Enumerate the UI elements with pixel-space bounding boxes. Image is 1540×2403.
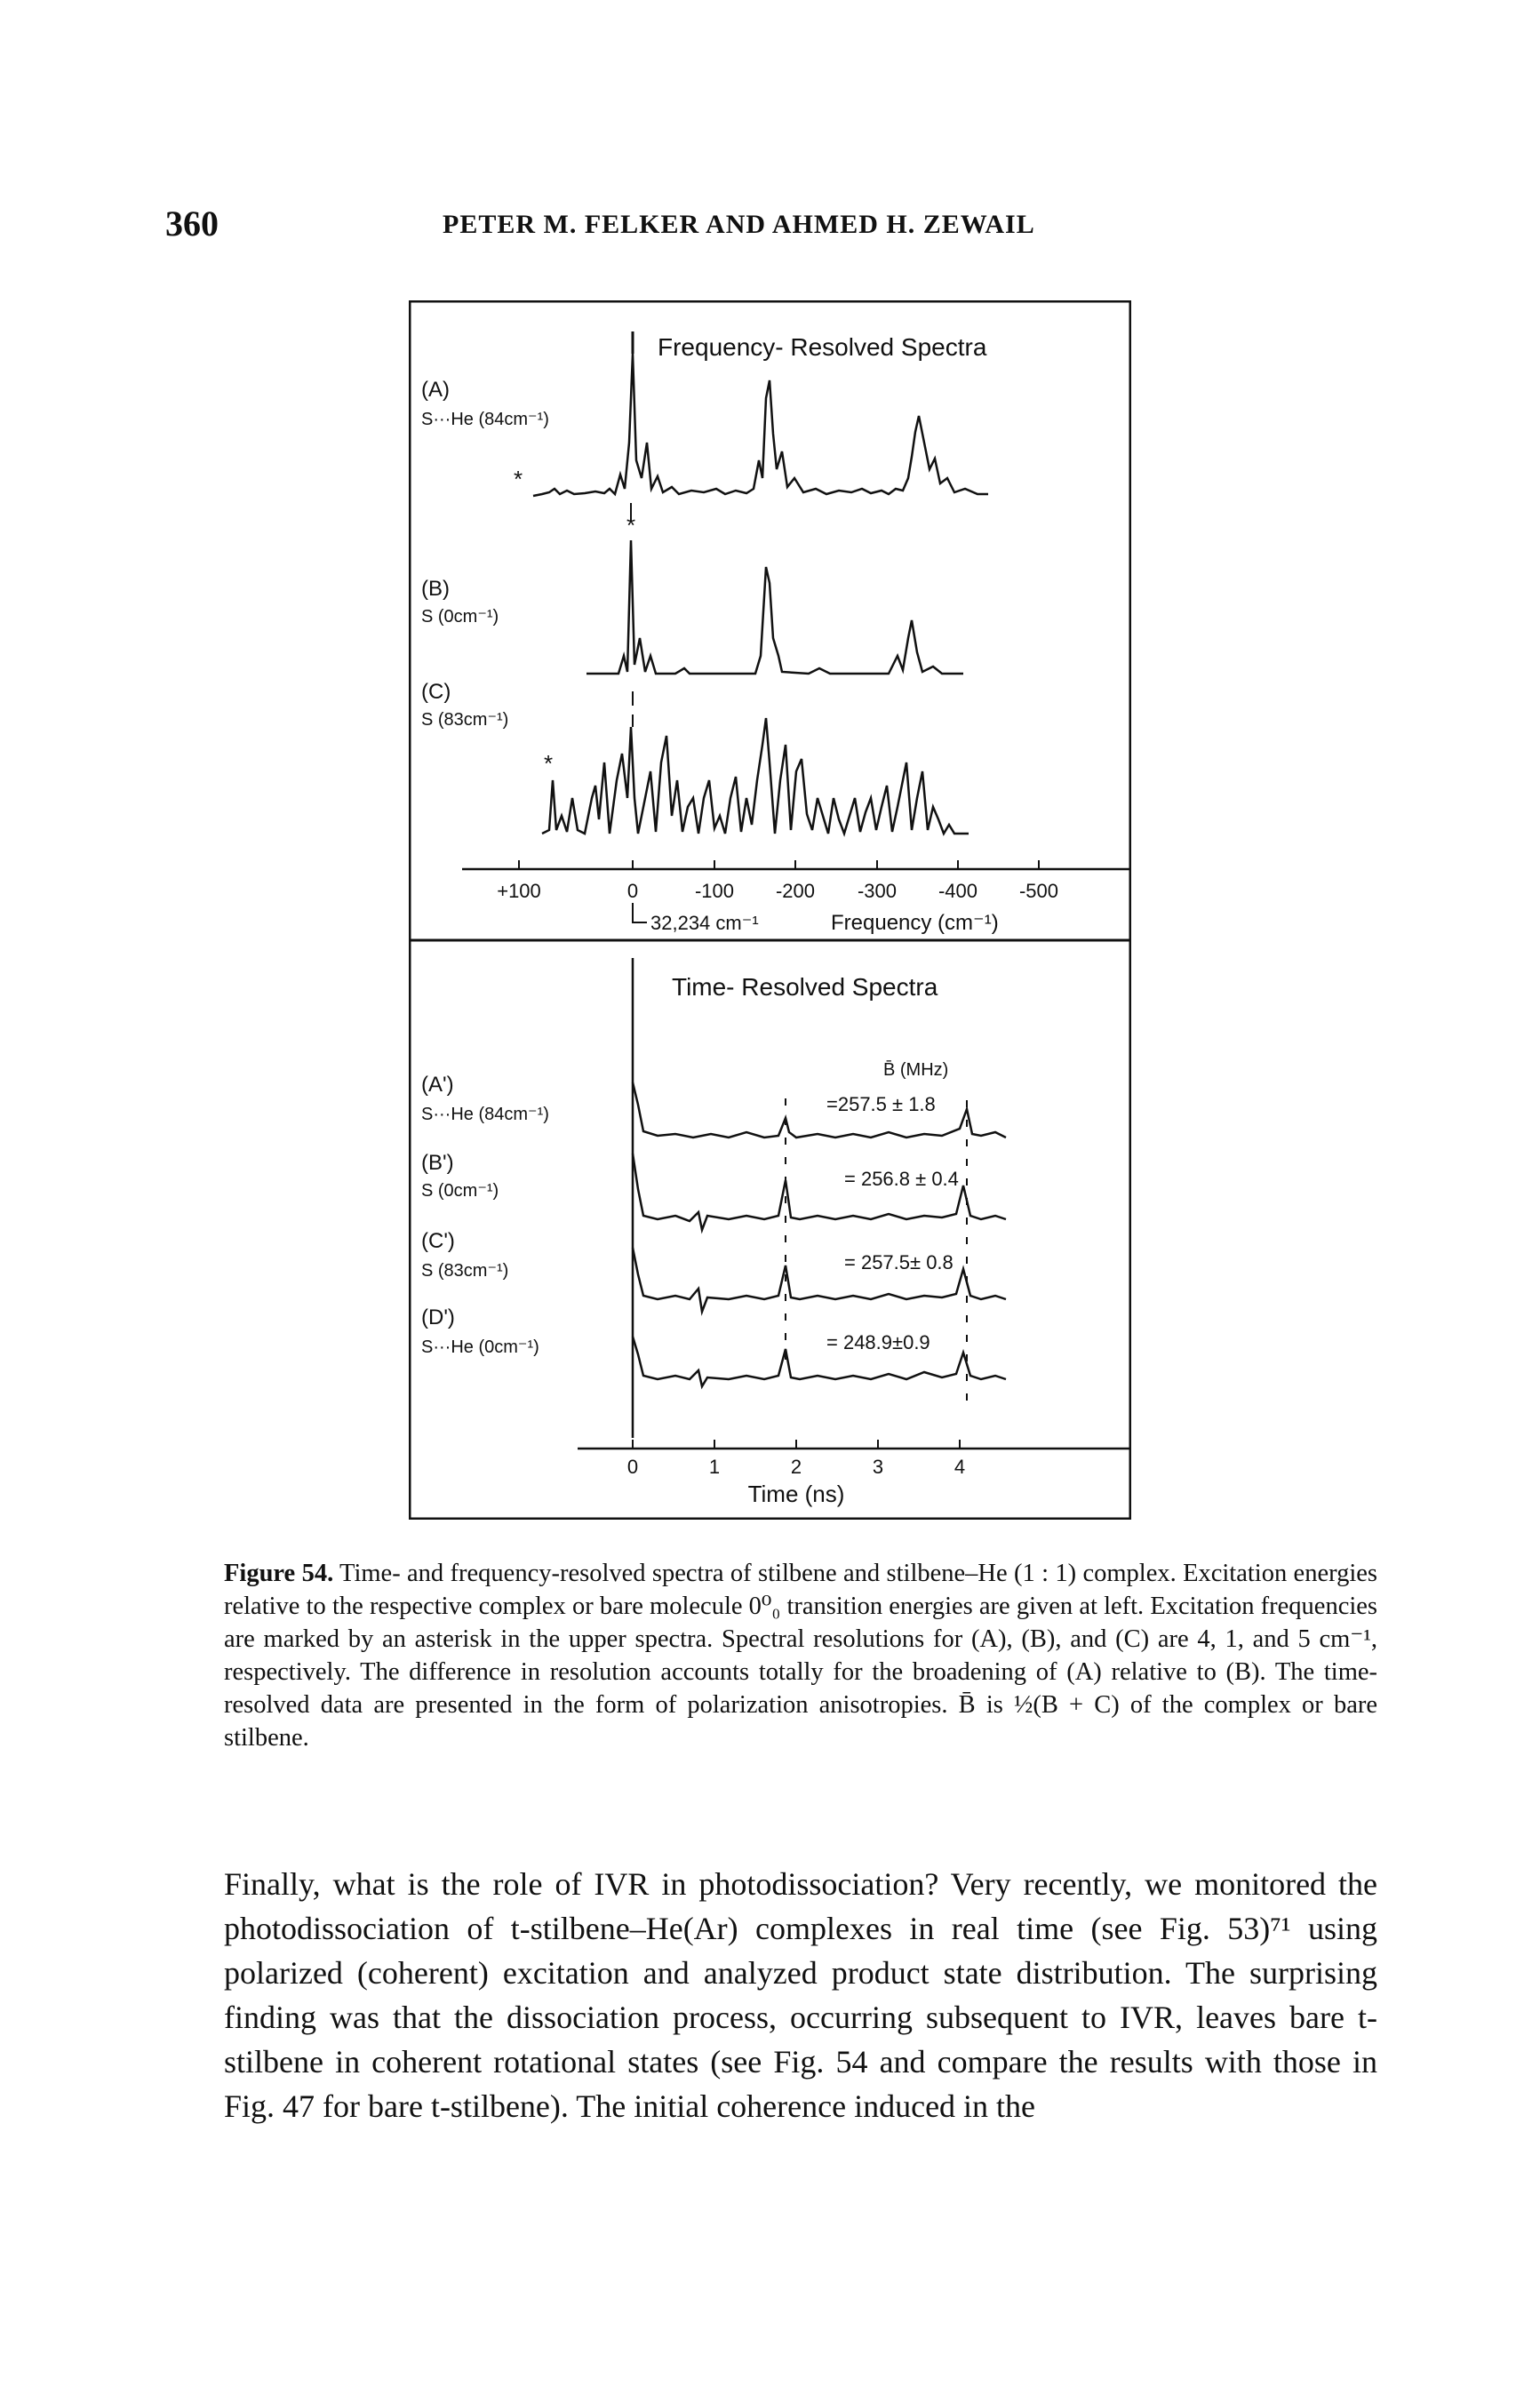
asterisk-c: * — [544, 750, 553, 777]
panel-c2-label: S (83cm⁻¹) — [421, 1261, 508, 1281]
body-paragraph: Finally, what is the role of IVR in phot… — [224, 1866, 1377, 2124]
figure-frame — [409, 300, 1131, 1520]
freq-origin-label: 32,234 cm⁻¹ — [650, 912, 759, 934]
value-b2: = 256.8 ± 0.4 — [844, 1168, 959, 1190]
caption-text: Time- and frequency-resolved spectra of … — [224, 1560, 1377, 1752]
trace-c2 — [631, 1247, 1007, 1316]
page-number: 360 — [165, 204, 219, 243]
figure-54: Frequency- Resolved Spectra (A) S···He (… — [409, 300, 1131, 1520]
panel-c2-tag: (C') — [421, 1229, 455, 1253]
time-tick-label: 0 — [627, 1456, 638, 1478]
time-tick-label: 4 — [954, 1456, 965, 1478]
panel-b-tag: (B) — [421, 577, 450, 601]
asterisk-a: * — [514, 466, 523, 492]
time-axis-label: Time (ns) — [748, 1481, 845, 1507]
spectrum-a — [532, 353, 988, 498]
time-tick-label: 1 — [709, 1456, 720, 1478]
freq-axis-ticks — [518, 860, 1040, 869]
panel-c-label: S (83cm⁻¹) — [421, 710, 508, 730]
panel-a-tag: (A) — [421, 378, 450, 402]
freq-tick-label: -100 — [695, 880, 734, 902]
freq-axis-label: Frequency (cm⁻¹) — [831, 911, 999, 935]
panel-c-tag: (C) — [421, 680, 451, 704]
time-tick-label: 2 — [791, 1456, 802, 1478]
spectrum-b — [586, 539, 963, 675]
running-head: PETER M. FELKER AND AHMED H. ZEWAIL — [443, 210, 1035, 239]
panel-a-label: S···He (84cm⁻¹) — [421, 410, 549, 429]
panel-d2-label: S···He (0cm⁻¹) — [421, 1337, 539, 1357]
time-axis-ticks — [632, 1440, 961, 1449]
caption-label: Figure 54. — [224, 1560, 334, 1587]
page-header: 360 PETER M. FELKER AND AHMED H. ZEWAIL — [165, 203, 1374, 256]
trace-a2 — [631, 1082, 1007, 1139]
figure-svg: Frequency- Resolved Spectra (A) S···He (… — [409, 300, 1131, 1520]
value-a2: =257.5 ± 1.8 — [826, 1093, 936, 1115]
trace-b2 — [631, 1153, 1007, 1234]
panel-b-label: S (0cm⁻¹) — [421, 607, 499, 627]
value-d2: = 248.9±0.9 — [826, 1331, 930, 1353]
freq-tick-label: 0 — [627, 880, 638, 902]
freq-tick-label: -200 — [776, 880, 815, 902]
trace-d2 — [631, 1336, 1007, 1390]
freq-tick-label: +100 — [497, 880, 541, 902]
panel-b2-label: S (0cm⁻¹) — [421, 1181, 499, 1201]
panel-b2-tag: (B') — [421, 1151, 454, 1175]
freq-tick-label: -500 — [1019, 880, 1058, 902]
freq-tick-label: -300 — [858, 880, 897, 902]
freq-tick-label: -400 — [938, 880, 977, 902]
time-title: Time- Resolved Spectra — [672, 973, 938, 1001]
body-text: Finally, what is the role of IVR in phot… — [224, 1862, 1377, 2128]
panel-a2-tag: (A') — [421, 1073, 454, 1097]
origin-bracket — [632, 903, 647, 923]
panel-a2-label: S···He (84cm⁻¹) — [421, 1105, 549, 1124]
value-c2: = 257.5± 0.8 — [844, 1251, 954, 1273]
b-bar-header: B̄ (MHz) — [883, 1059, 948, 1080]
time-tick-label: 3 — [873, 1456, 883, 1478]
figure-caption: Figure 54. Time- and frequency-resolved … — [224, 1557, 1377, 1754]
panel-d2-tag: (D') — [421, 1305, 455, 1329]
spectrum-c — [541, 717, 969, 837]
asterisk-b: * — [626, 512, 635, 539]
freq-title: Frequency- Resolved Spectra — [658, 333, 987, 361]
